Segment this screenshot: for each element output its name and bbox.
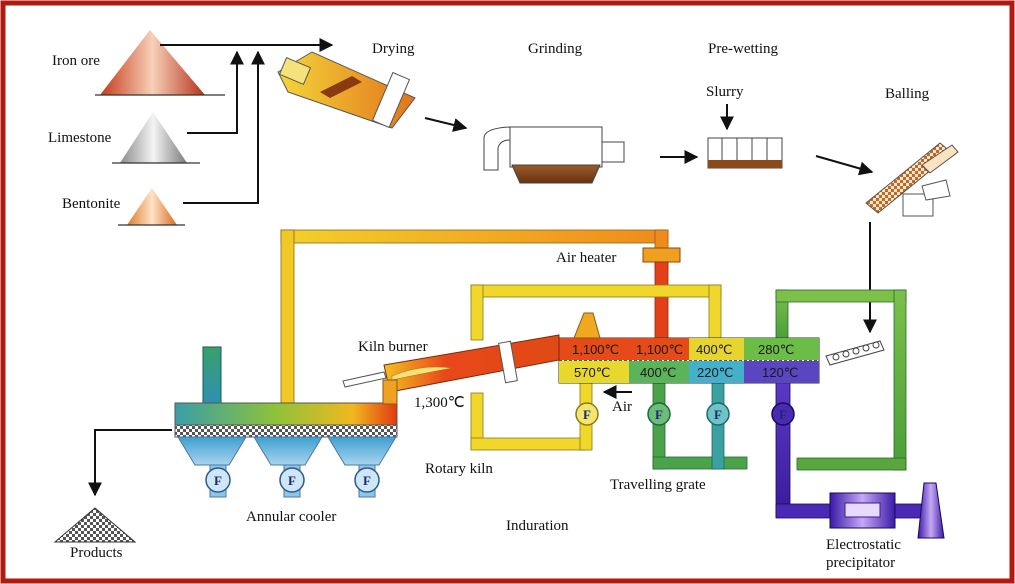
label-air: Air [612, 399, 632, 415]
balling-drum [865, 142, 959, 217]
temp-upper-3: 400℃ [696, 342, 732, 357]
grate-fan-3: F [706, 402, 730, 426]
grinding-mill [483, 126, 625, 184]
grate-fan-1: F [575, 402, 599, 426]
label-bentonite: Bentonite [62, 196, 121, 212]
temp-lower-1: 570℃ [574, 365, 610, 380]
arrow-dryer-to-grinder [424, 117, 468, 132]
temp-upper-1: 1,100℃ [572, 342, 619, 357]
rotary-kiln [342, 334, 560, 393]
temp-lower-4: 120℃ [762, 365, 798, 380]
label-grinding: Grinding [528, 41, 583, 57]
label-limestone: Limestone [48, 130, 112, 146]
drying-drum [277, 51, 416, 129]
fan-label: F [779, 407, 787, 422]
green-pellets [825, 340, 885, 366]
label-drying: Drying [372, 41, 415, 57]
feed-lines [160, 38, 334, 204]
arrow-to-products [88, 429, 172, 497]
temp-lower-3: 220℃ [697, 365, 733, 380]
label-kiln-temp: 1,300℃ [414, 395, 465, 411]
label-precipitator-line2: precipitator [826, 555, 895, 571]
fan-label: F [363, 473, 371, 488]
temp-lower-2: 400℃ [640, 365, 676, 380]
grate-temps-upper: 1,100℃ 1,100℃ 400℃ 280℃ [572, 342, 794, 357]
temp-upper-2: 1,100℃ [636, 342, 683, 357]
grate-fan-2: F [647, 402, 671, 426]
label-iron-ore: Iron ore [52, 53, 100, 69]
label-air-heater: Air heater [556, 250, 616, 266]
label-kiln-burner: Kiln burner [358, 339, 428, 355]
fan-label: F [583, 407, 591, 422]
label-slurry: Slurry [706, 84, 744, 100]
label-precipitator-line1: Electrostatic [826, 537, 901, 553]
label-annular-cooler: Annular cooler [246, 509, 336, 525]
hot-gas-riser [654, 261, 669, 341]
cooler-fan-3: F [354, 467, 380, 493]
fan-label: F [655, 407, 663, 422]
grate-temps-lower: 570℃ 400℃ 220℃ 120℃ [574, 365, 798, 380]
prewetting-tank [707, 137, 783, 169]
cooler-fan-2: F [279, 467, 305, 493]
label-travelling-grate: Travelling grate [610, 477, 706, 493]
fan-label: F [288, 473, 296, 488]
label-products: Products [70, 545, 123, 561]
grate-recuperation-ducts [470, 284, 722, 451]
iron-ore-pile [95, 30, 225, 96]
travelling-grate [558, 337, 820, 384]
grate-fan-4: F [771, 402, 795, 426]
products-pile [53, 507, 137, 543]
limestone-pile [112, 112, 200, 164]
label-pre-wetting: Pre-wetting [708, 41, 778, 57]
label-induration: Induration [506, 518, 569, 534]
electrostatic-precipitator [829, 482, 945, 539]
kiln-feed-hopper [573, 312, 601, 339]
label-balling: Balling [885, 86, 930, 102]
arrow-prewet-to-balling [815, 155, 874, 176]
temp-upper-4: 280℃ [758, 342, 794, 357]
air-heater-duct [280, 229, 681, 406]
cooler-fan-1: F [205, 467, 231, 493]
label-rotary-kiln: Rotary kiln [425, 461, 493, 477]
bentonite-pile [118, 188, 185, 226]
fan-label: F [714, 407, 722, 422]
fan-label: F [214, 473, 222, 488]
